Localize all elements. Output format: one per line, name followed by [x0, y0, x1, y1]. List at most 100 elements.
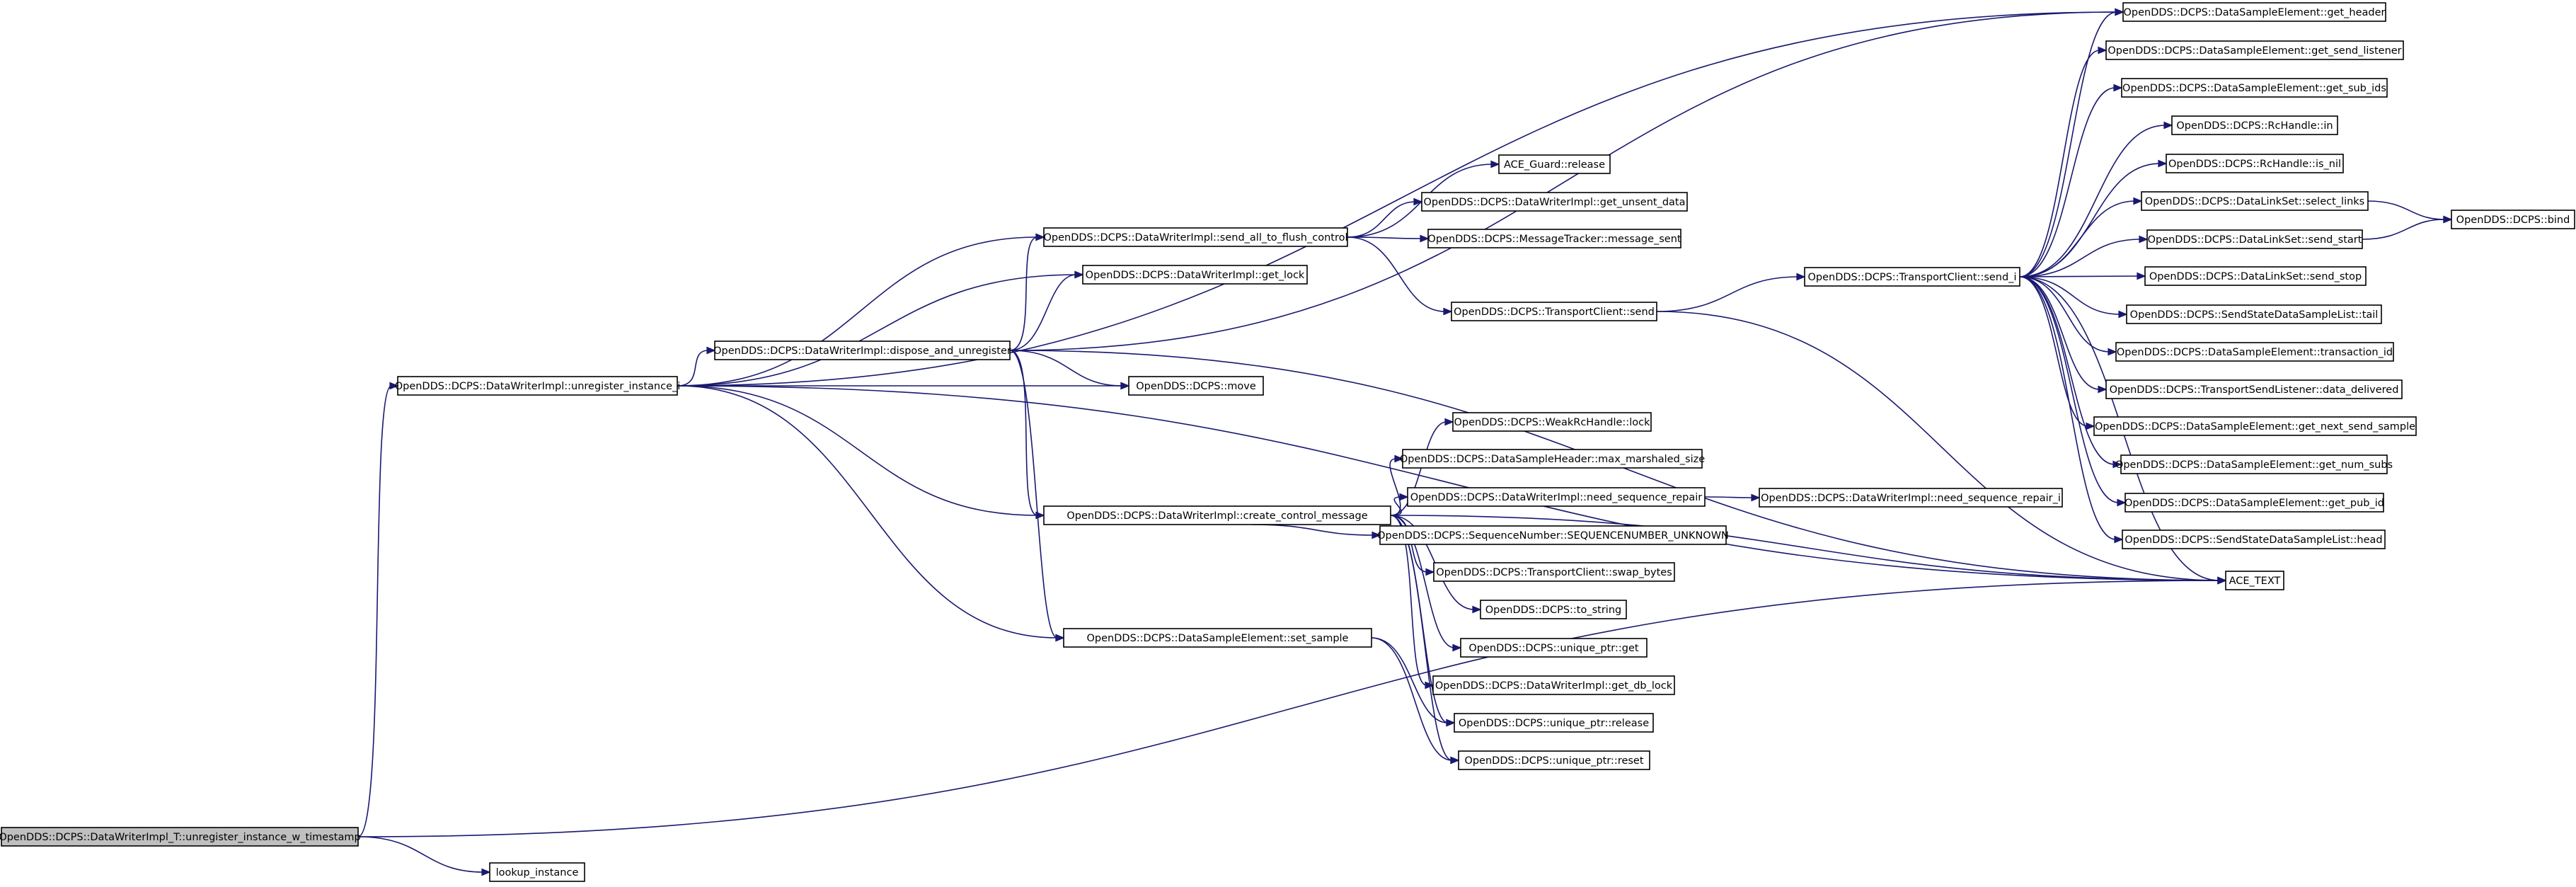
node-opendds-dcps-datawriterimpl-t-unregister-instance-w-timestamp[interactable]: OpenDDS::DCPS::DataWriterImpl_T::unregis…	[0, 827, 361, 847]
node-opendds-dcps-datawriterimpl-unregister-instance-i[interactable]: OpenDDS::DCPS::DataWriterImpl::unregiste…	[395, 376, 681, 396]
node-opendds-dcps-to-string[interactable]: OpenDDS::DCPS::to_string	[1480, 600, 1627, 619]
arrowhead	[1372, 531, 1381, 539]
node-label: OpenDDS::DCPS::DataSampleElement::get_nu…	[2115, 459, 2393, 471]
arrowhead	[1120, 382, 1130, 390]
edges-layer	[357, 8, 2453, 876]
node-opendds-dcps-datalinkset-select-links[interactable]: OpenDDS::DCPS::DataLinkSet::select_links	[2141, 191, 2369, 211]
arrowhead	[1413, 198, 1423, 206]
node-opendds-dcps-datasampleelement-get-header[interactable]: OpenDDS::DCPS::DataSampleElement::get_he…	[2122, 2, 2386, 22]
edge-line	[1371, 637, 1449, 723]
edge-line	[1656, 276, 1799, 312]
edge-line	[1009, 11, 2117, 351]
arrowhead	[2139, 235, 2149, 244]
node-opendds-dcps-datasampleelement-get-num-subs[interactable]: OpenDDS::DCPS::DataSampleElement::get_nu…	[2115, 454, 2393, 474]
node-label: lookup_instance	[496, 867, 579, 879]
node-opendds-dcps-bind[interactable]: OpenDDS::DCPS::bind	[2451, 210, 2575, 229]
node-opendds-dcps-unique-ptr-get[interactable]: OpenDDS::DCPS::unique_ptr::get	[1460, 638, 1648, 658]
node-label: OpenDDS::DCPS::DataLinkSet::send_start	[2148, 234, 2362, 246]
node-opendds-dcps-rchandle-is-nil[interactable]: OpenDDS::DCPS::RcHandle::is_nil	[2166, 154, 2344, 173]
node-opendds-dcps-weakrchandle-lock[interactable]: OpenDDS::DCPS::WeakRcHandle::lock	[1452, 412, 1652, 432]
arrowhead	[1420, 234, 1430, 243]
edge-line	[2019, 11, 2117, 277]
node-box	[2115, 342, 2394, 362]
node-opendds-dcps-datasampleelement-get-send-listener[interactable]: OpenDDS::DCPS::DataSampleElement::get_se…	[2105, 40, 2404, 60]
edge-line	[1009, 350, 1038, 516]
node-box	[1421, 192, 1688, 212]
node-opendds-dcps-transportsendlistener-data-delivered[interactable]: OpenDDS::DCPS::TransportSendListener::da…	[2105, 379, 2403, 399]
node-box	[2124, 493, 2384, 513]
node-box	[1432, 675, 1675, 695]
edge-terimpl-dispose-and-unregister-to-impl-send-all-to-flush-control	[1009, 233, 1045, 351]
node-opendds-dcps-unique-ptr-reset[interactable]: OpenDDS::DCPS::unique_ptr::reset	[1458, 750, 1650, 770]
edge-nregister-instance-w-timestamp-to-iterimpl-unregister-instance-i	[357, 382, 399, 837]
edge-line	[1009, 236, 1038, 351]
edge-iterimpl-unregister-instance-i-to-terimpl-create-control-message	[677, 385, 1045, 520]
edge-line	[1009, 350, 1058, 639]
node-opendds-dcps-transportclient-send[interactable]: OpenDDS::DCPS::TransportClient::send	[1451, 302, 1657, 321]
arrowhead	[1399, 493, 1409, 501]
edge-iterimpl-unregister-instance-i-to-ace-text	[677, 385, 2227, 585]
edge-line	[2019, 87, 2116, 277]
node-opendds-dcps-datasampleelement-set-sample[interactable]: OpenDDS::DCPS::DataSampleElement::set_sa…	[1063, 628, 1372, 648]
node-opendds-dcps-move[interactable]: OpenDDS::DCPS::move	[1128, 376, 1264, 396]
edge-line	[2362, 219, 2446, 240]
edge-ds-dcps-transportclient-send-i-to-leelement-get-next-send-sample	[2019, 276, 2095, 430]
node-opendds-dcps-datasampleelement-transaction-id[interactable]: OpenDDS::DCPS::DataSampleElement::transa…	[2115, 342, 2394, 362]
arrowhead	[2443, 215, 2453, 224]
node-opendds-dcps-datasampleheader-max-marshaled-size[interactable]: OpenDDS::DCPS::DataSampleHeader::max_mar…	[1400, 449, 1705, 469]
edge-line	[1390, 515, 2220, 581]
edge-line	[2019, 276, 2121, 315]
node-opendds-dcps-transportclient-send-i[interactable]: OpenDDS::DCPS::TransportClient::send_i	[1804, 267, 2020, 287]
node-opendds-dcps-datalinkset-send-start[interactable]: OpenDDS::DCPS::DataLinkSet::send_start	[2146, 229, 2363, 249]
edge-line	[1347, 201, 1416, 238]
edge-line	[2019, 275, 2139, 277]
node-box	[2120, 454, 2388, 474]
node-opendds-dcps-sequencenumber-sequencenumber-unknown[interactable]: OpenDDS::DCPS::SequenceNumber::SEQUENCEN…	[1377, 525, 1729, 545]
edge-ds-dcps-transportclient-send-i-to-s-datasampleelement-get-pub-id	[2019, 276, 2127, 507]
node-ace-text[interactable]: ACE_TEXT	[2225, 571, 2284, 590]
node-opendds-dcps-datawriterimpl-get-unsent-data[interactable]: OpenDDS::DCPS::DataWriterImpl::get_unsen…	[1421, 192, 1688, 212]
node-box	[397, 376, 678, 396]
node-opendds-dcps-sendstatedatasamplelist-head[interactable]: OpenDDS::DCPS::SendStateDataSampleList::…	[2122, 530, 2386, 549]
edge-ds-dcps-transportclient-send-i-to-s-sendstatedatasamplelist-head	[2019, 276, 2124, 544]
node-opendds-dcps-sendstatedatasamplelist-tail[interactable]: OpenDDS::DCPS::SendStateDataSampleList::…	[2126, 304, 2382, 324]
node-label: OpenDDS::DCPS::DataSampleHeader::max_mar…	[1400, 454, 1705, 465]
edge-impl-send-all-to-flush-control-to-ndds-dcps-transportclient-send	[1347, 236, 1453, 316]
node-opendds-dcps-datasampleelement-get-sub-ids[interactable]: OpenDDS::DCPS::DataSampleElement::get_su…	[2121, 78, 2388, 98]
node-box	[1498, 154, 1611, 174]
node-lookup-instance[interactable]: lookup_instance	[489, 862, 585, 882]
node-opendds-dcps-datawriterimpl-need-sequence-repair[interactable]: OpenDDS::DCPS::DataWriterImpl::need_sequ…	[1407, 487, 1706, 507]
edge-line	[2019, 50, 2100, 277]
arrowhead	[2163, 121, 2173, 130]
node-opendds-dcps-rchandle-in[interactable]: OpenDDS::DCPS::RcHandle::in	[2171, 115, 2338, 135]
node-label: OpenDDS::DCPS::SendStateDataSampleList::…	[2130, 309, 2379, 321]
edge-line	[1347, 236, 1446, 312]
node-opendds-dcps-datasampleelement-get-next-send-sample[interactable]: OpenDDS::DCPS::DataSampleElement::get_ne…	[2093, 416, 2417, 436]
node-opendds-dcps-datalinkset-send-stop[interactable]: OpenDDS::DCPS::DataLinkSet::send_stop	[2144, 266, 2367, 286]
node-opendds-dcps-messagetracker-message-sent[interactable]: OpenDDS::DCPS::MessageTracker::message_s…	[1427, 229, 1681, 248]
node-box	[1458, 750, 1650, 770]
node-opendds-dcps-datawriterimpl-dispose-and-unregister[interactable]: OpenDDS::DCPS::DataWriterImpl::dispose_a…	[713, 341, 1011, 360]
node-opendds-dcps-transportclient-swap-bytes[interactable]: OpenDDS::DCPS::TransportClient::swap_byt…	[1433, 562, 1675, 582]
node-opendds-dcps-datawriterimpl-need-sequence-repair-i[interactable]: OpenDDS::DCPS::DataWriterImpl::need_sequ…	[1759, 488, 2063, 508]
node-opendds-dcps-unique-ptr-release[interactable]: OpenDDS::DCPS::unique_ptr::release	[1454, 713, 1654, 733]
node-label: OpenDDS::DCPS::DataSampleElement::get_pu…	[2124, 498, 2384, 509]
node-label: OpenDDS::DCPS::TransportClient::swap_byt…	[1436, 567, 1672, 578]
edge-s-datasampleelement-set-sample-to-pendds-dcps-unique-ptr-release	[1371, 637, 1456, 727]
node-box	[2122, 2, 2386, 22]
node-ace-guard-release[interactable]: ACE_Guard::release	[1498, 154, 1611, 174]
edge-line	[1390, 496, 1402, 516]
edge-terimpl-create-control-message-to-riterimpl-need-sequence-repair	[1390, 493, 1409, 516]
node-opendds-dcps-datawriterimpl-send-all-to-flush-control[interactable]: OpenDDS::DCPS::DataWriterImpl::send_all_…	[1043, 227, 1348, 247]
edge-ds-dcps-transportclient-send-i-to-ds-dcps-datalinkset-send-start	[2019, 235, 2149, 277]
node-opendds-dcps-datawriterimpl-create-control-message[interactable]: OpenDDS::DCPS::DataWriterImpl::create_co…	[1043, 505, 1391, 525]
arrowhead	[2114, 535, 2124, 544]
node-opendds-dcps-datawriterimpl-get-db-lock[interactable]: OpenDDS::DCPS::DataWriterImpl::get_db_lo…	[1432, 675, 1675, 695]
edge-line	[1656, 311, 2220, 581]
edge-line	[2019, 276, 2120, 503]
edge-ds-dcps-transportclient-send-i-to-dds-dcps-datalinkset-send-stop	[2019, 272, 2146, 280]
arrowhead	[1446, 719, 1456, 727]
node-opendds-dcps-datawriterimpl-get-lock[interactable]: OpenDDS::DCPS::DataWriterImpl::get_lock	[1082, 265, 1308, 285]
edge-line	[357, 385, 392, 837]
node-opendds-dcps-datasampleelement-get-pub-id[interactable]: OpenDDS::DCPS::DataSampleElement::get_pu…	[2124, 493, 2384, 513]
